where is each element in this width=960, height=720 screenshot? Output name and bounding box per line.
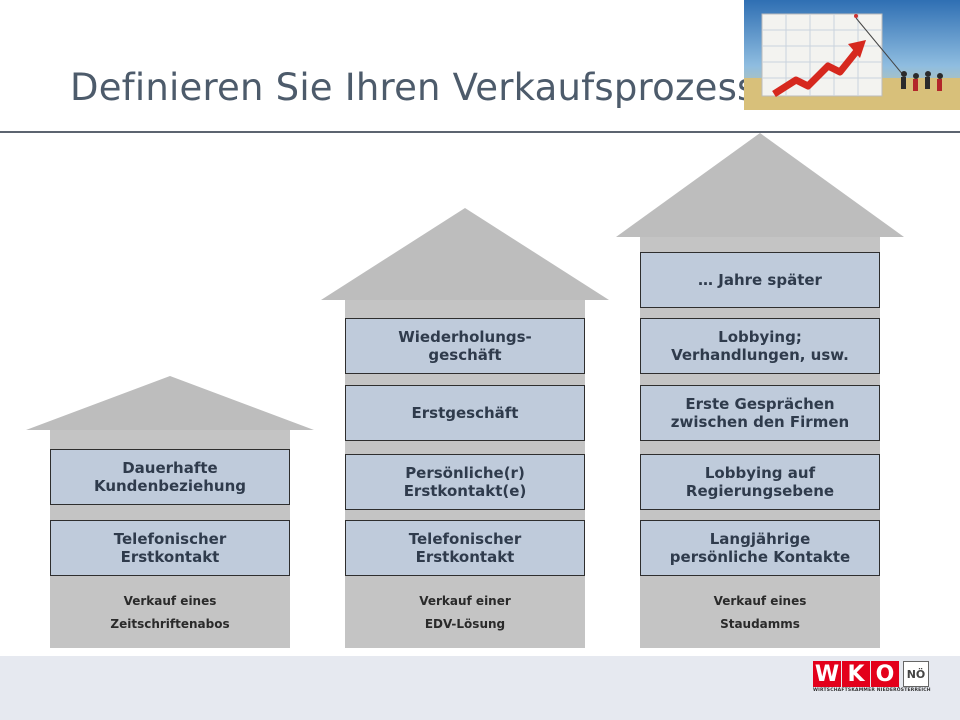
step-box: Telefonischer Erstkontakt bbox=[345, 520, 585, 576]
house-caption: Verkauf einer EDV-Lösung bbox=[419, 594, 511, 631]
step-box: Langjährige persönliche Kontakte bbox=[640, 520, 880, 576]
house-staudamm: … Jahre später Lobbying; Verhandlungen, … bbox=[616, 133, 904, 648]
step-box: Dauerhafte Kundenbeziehung bbox=[50, 449, 290, 505]
house-roof bbox=[616, 133, 904, 237]
step-box: Lobbying; Verhandlungen, usw. bbox=[640, 318, 880, 374]
house-caption: Verkauf eines Staudamms bbox=[713, 594, 807, 631]
house-roof bbox=[26, 376, 314, 430]
logo-subtitle: WIRTSCHAFTSKAMMER NIEDERÖSTERREICH bbox=[813, 688, 931, 693]
step-box: Lobbying auf Regierungsebene bbox=[640, 454, 880, 510]
slide-title: Definieren Sie Ihren Verkaufsprozess! bbox=[70, 66, 772, 109]
house-zeitschriften: Dauerhafte Kundenbeziehung Telefonischer… bbox=[26, 376, 314, 648]
step-box: Persönliche(r) Erstkontakt(e) bbox=[345, 454, 585, 510]
step-box: Wiederholungs- geschäft bbox=[345, 318, 585, 374]
logo-region: NÖ bbox=[903, 661, 929, 687]
logo-letter: W bbox=[813, 661, 841, 687]
house-edv: Wiederholungs- geschäft Erstgeschäft Per… bbox=[321, 208, 609, 648]
logo-letter: K bbox=[842, 661, 870, 687]
step-box: … Jahre später bbox=[640, 252, 880, 308]
wko-logo: W K O NÖ bbox=[813, 661, 929, 695]
step-box: Telefonischer Erstkontakt bbox=[50, 520, 290, 576]
growth-chart-illustration bbox=[744, 0, 960, 110]
house-caption: Verkauf eines Zeitschriftenabos bbox=[110, 594, 230, 631]
step-box: Erstgeschäft bbox=[345, 385, 585, 441]
step-box: Erste Gesprächen zwischen den Firmen bbox=[640, 385, 880, 441]
house-roof bbox=[321, 208, 609, 300]
title-divider bbox=[0, 131, 960, 133]
logo-letter: O bbox=[871, 661, 899, 687]
footer-band bbox=[0, 656, 960, 720]
